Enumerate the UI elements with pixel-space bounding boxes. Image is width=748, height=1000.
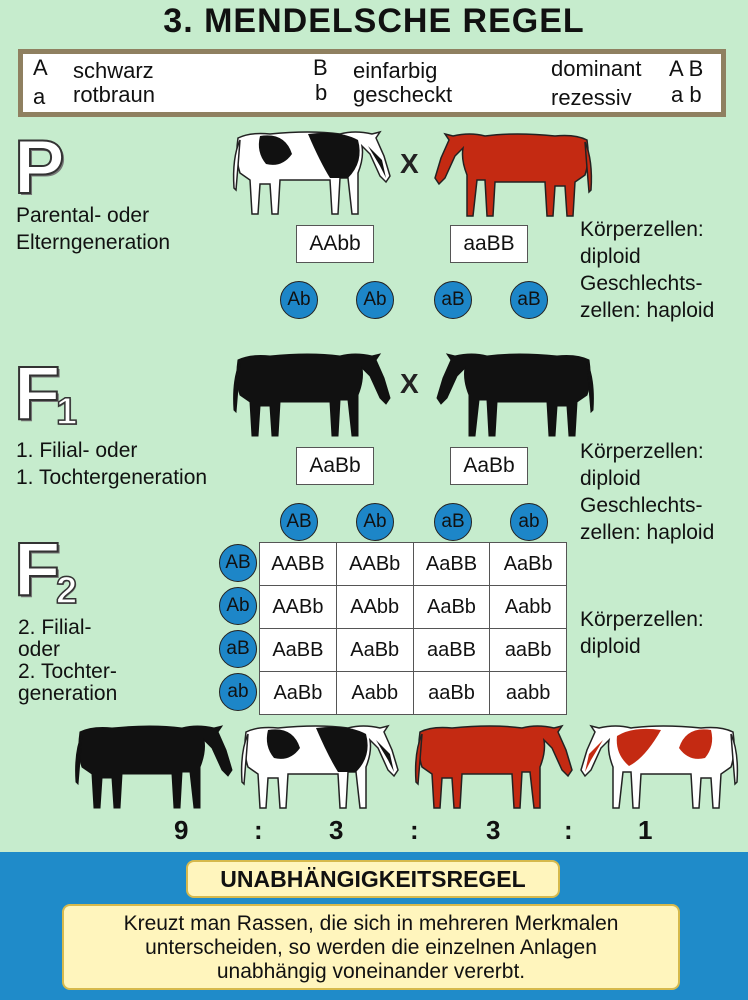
punnett-cell: AaBb bbox=[489, 542, 567, 586]
legend-dominant-letters: A B bbox=[669, 56, 704, 81]
table-row: AaBb Aabb aaBb aabb bbox=[259, 671, 567, 715]
f2-label-line3: 2. Tochter- bbox=[18, 660, 117, 683]
punnett-cell: AaBB bbox=[259, 628, 337, 672]
punnett-cell: Aabb bbox=[489, 585, 567, 629]
cross-symbol-f1: X bbox=[400, 368, 419, 399]
p-gamete: Ab bbox=[356, 281, 394, 319]
ratio-value: 9 bbox=[174, 815, 189, 845]
f2-row-gamete: aB bbox=[219, 630, 257, 668]
cow-black-white-spotted bbox=[240, 725, 399, 809]
punnett-cell: AABB bbox=[259, 542, 337, 586]
rule-text: Kreuzt man Rassen, die sich in mehreren … bbox=[62, 904, 680, 990]
punnett-cell: Aabb bbox=[335, 671, 414, 715]
legend-einfarbig: einfarbig bbox=[353, 58, 438, 83]
f2-info-line1: Körperzellen: bbox=[580, 608, 704, 631]
cross-symbol-p: X bbox=[400, 148, 419, 179]
f2-info-line2: diploid bbox=[580, 635, 641, 658]
p-gamete: aB bbox=[434, 281, 472, 319]
legend-gescheckt: gescheckt bbox=[353, 82, 453, 107]
f1-label-line2: 1. Tochtergeneration bbox=[16, 466, 208, 489]
p-generation-letter: P bbox=[13, 125, 66, 210]
f1-label-line1: 1. Filial- oder bbox=[16, 439, 138, 462]
rule-text-line3: unabhängig voneinander vererbt. bbox=[216, 960, 526, 983]
table-row: AaBB AaBb aaBB aaBb bbox=[259, 628, 567, 672]
cow-black-solid bbox=[75, 725, 233, 809]
cow-black-solid bbox=[436, 353, 594, 437]
f1-gamete: ab bbox=[510, 503, 548, 541]
f1-gamete: AB bbox=[280, 503, 318, 541]
punnett-cell: AaBb bbox=[259, 671, 337, 715]
punnett-cell: aaBb bbox=[412, 671, 491, 715]
legend-dominant: dominant bbox=[551, 56, 642, 81]
cow-red-solid bbox=[434, 133, 593, 217]
punnett-cell: AaBb bbox=[335, 628, 414, 672]
legend-rezessiv-letters: a b bbox=[671, 82, 702, 107]
f2-label-line1: 2. Filial- bbox=[18, 616, 92, 639]
punnett-cell: AaBb bbox=[412, 585, 491, 629]
trait-legend: A schwarz a rotbraun B einfarbig b gesch… bbox=[18, 49, 726, 117]
legend-rotbraun: rotbraun bbox=[73, 82, 155, 107]
ratio-value: 3 bbox=[329, 815, 344, 845]
punnett-cell: AAbb bbox=[335, 585, 414, 629]
legend-allele-B: B bbox=[313, 55, 328, 80]
ratio-value: 3 bbox=[486, 815, 501, 845]
f2-label-line2: oder bbox=[18, 638, 61, 661]
page-title: 3. MENDELSCHE REGEL bbox=[163, 2, 585, 40]
f1-subscript: 1 bbox=[55, 391, 78, 433]
legend-rezessiv: rezessiv bbox=[551, 85, 632, 110]
punnett-cell: AaBB bbox=[412, 542, 491, 586]
rule-title: UNABHÄNGIGKEITSREGEL bbox=[186, 860, 560, 898]
punnett-square: AABB AABb AaBB AaBb AABb AAbb AaBb Aabb … bbox=[259, 542, 567, 715]
f1-info-line1: Körperzellen: bbox=[580, 440, 704, 463]
punnett-cell: AABb bbox=[335, 542, 414, 586]
p-gamete: aB bbox=[510, 281, 548, 319]
p-info-line1: Körperzellen: bbox=[580, 218, 704, 241]
p-label-line1: Parental- oder bbox=[16, 204, 150, 227]
p-genotype-right: aaBB bbox=[450, 225, 528, 263]
rule-text-line2: unterscheiden, so werden die einzelnen A… bbox=[145, 936, 597, 959]
f1-generation-letter: F bbox=[13, 351, 61, 436]
legend-allele-b: b bbox=[315, 80, 328, 105]
f1-gamete: aB bbox=[434, 503, 472, 541]
p-info-line3: Geschlechts- bbox=[580, 272, 703, 295]
f2-generation-letter: F bbox=[13, 527, 61, 612]
punnett-cell: aaBb bbox=[489, 628, 567, 672]
f2-row-gamete: AB bbox=[219, 544, 257, 582]
legend-allele-A: A bbox=[33, 55, 48, 80]
f1-genotype-right: AaBb bbox=[450, 447, 528, 485]
p-info-line4: zellen: haploid bbox=[580, 299, 715, 322]
rule-text-line1: Kreuzt man Rassen, die sich in mehreren … bbox=[123, 912, 619, 935]
f1-genotype-left: AaBb bbox=[296, 447, 374, 485]
f1-gamete: Ab bbox=[356, 503, 394, 541]
table-row: AABB AABb AaBB AaBb bbox=[259, 542, 567, 586]
f2-row-gamete: Ab bbox=[219, 587, 257, 625]
legend-allele-a: a bbox=[33, 84, 46, 109]
cow-black-solid bbox=[233, 353, 391, 437]
f2-subscript: 2 bbox=[55, 570, 78, 612]
table-row: AABb AAbb AaBb Aabb bbox=[259, 585, 567, 629]
p-genotype-left: AAbb bbox=[296, 225, 374, 263]
f1-info-line4: zellen: haploid bbox=[580, 521, 715, 544]
punnett-cell: aabb bbox=[489, 671, 567, 715]
ratio-separator: : bbox=[410, 815, 419, 845]
f1-info-line3: Geschlechts- bbox=[580, 494, 703, 517]
punnett-cell: aaBB bbox=[412, 628, 491, 672]
cow-black-white-spotted bbox=[232, 131, 391, 215]
p-label-line2: Elterngeneration bbox=[16, 231, 171, 254]
cow-red-white-spotted bbox=[580, 725, 739, 809]
cow-red-solid bbox=[414, 725, 573, 809]
p-info-line2: diploid bbox=[580, 245, 641, 268]
punnett-cell: AABb bbox=[259, 585, 337, 629]
f2-label-line4: generation bbox=[18, 682, 118, 705]
ratio-separator: : bbox=[254, 815, 263, 845]
p-gamete: Ab bbox=[280, 281, 318, 319]
ratio-value: 1 bbox=[638, 815, 653, 845]
ratio-separator: : bbox=[564, 815, 573, 845]
f1-info-line2: diploid bbox=[580, 467, 641, 490]
legend-schwarz: schwarz bbox=[73, 58, 154, 83]
f2-row-gamete: ab bbox=[219, 673, 257, 711]
